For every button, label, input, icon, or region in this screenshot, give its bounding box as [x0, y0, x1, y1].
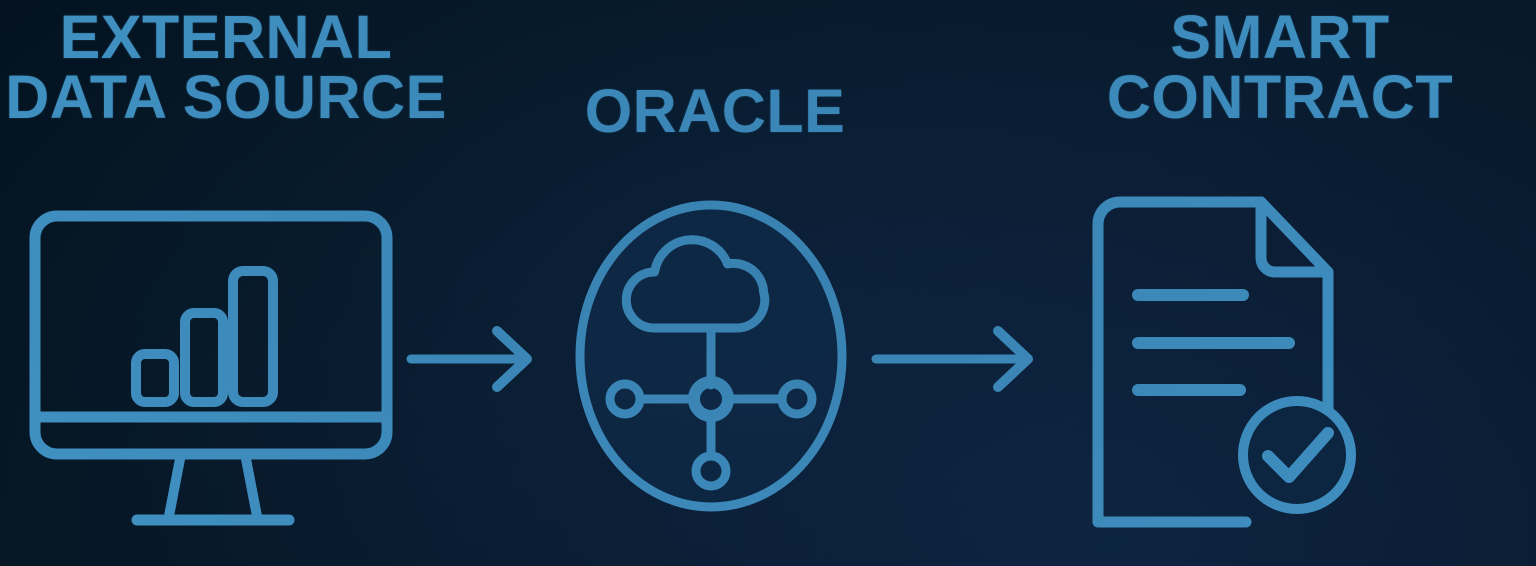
bar-chart-small	[131, 349, 179, 407]
check-icon	[1262, 427, 1334, 483]
bar-chart-large	[228, 266, 278, 407]
node-right-icon	[777, 379, 817, 419]
arrow-source-to-oracle	[405, 322, 555, 397]
bar-chart-medium	[180, 308, 228, 407]
document-page	[1092, 196, 1334, 528]
cloud-icon	[621, 235, 770, 333]
monitor-bar-chart-icon	[24, 205, 414, 550]
monitor-stand-leg-left	[164, 454, 185, 521]
document-folded-corner	[1255, 196, 1334, 278]
node-label-external-data-source: EXTERNAL DATA SOURCE	[5, 3, 447, 131]
cloud-network-circle-icon	[560, 190, 865, 525]
node-label-oracle: ORACLE	[584, 77, 846, 145]
node-left-icon	[605, 379, 645, 419]
node-bottom-icon	[691, 451, 731, 491]
document-check-icon	[1078, 190, 1383, 535]
arrow-head-icon	[492, 326, 532, 392]
node-label-smart-contract: SMART CONTRACT	[1106, 3, 1454, 131]
oracle-circle-ring	[575, 200, 847, 512]
monitor-screen	[29, 210, 393, 460]
check-badge-ring	[1238, 396, 1356, 514]
arrow-head-icon	[993, 326, 1033, 392]
check-badge-fill	[1243, 401, 1351, 509]
monitor-stand-leg-right	[241, 454, 262, 521]
arrow-oracle-to-contract	[870, 322, 1055, 397]
hub-node-icon	[688, 376, 734, 422]
